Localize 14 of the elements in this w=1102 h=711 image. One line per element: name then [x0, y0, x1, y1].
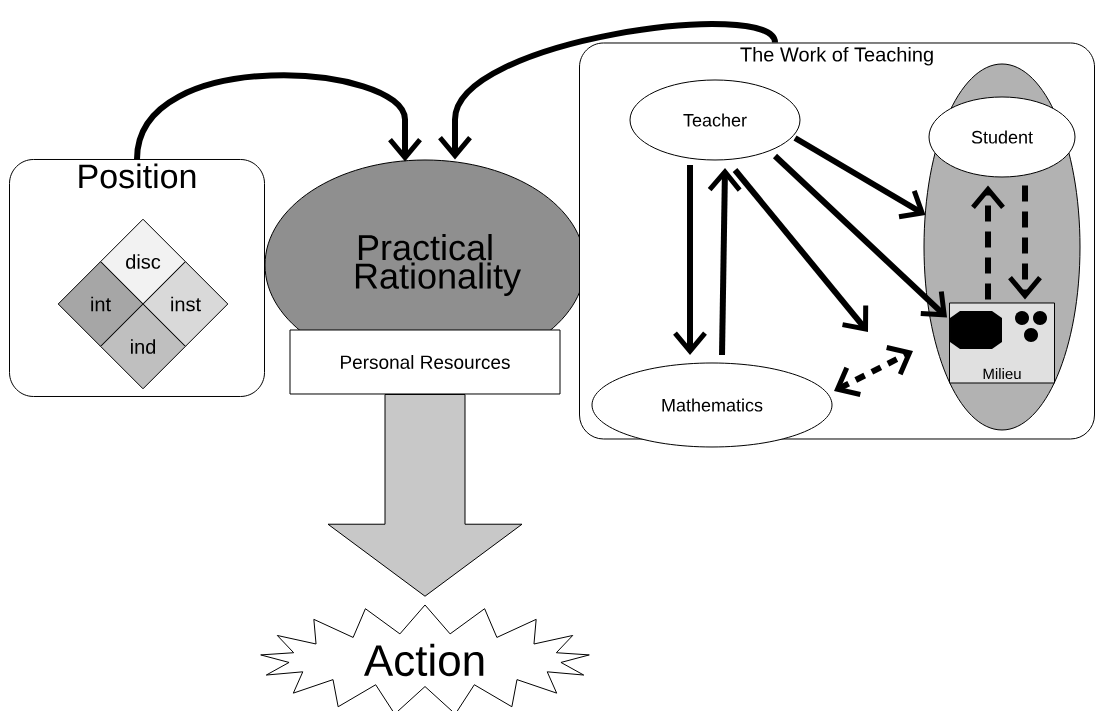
arrow [971, 185, 1005, 300]
arrow [1008, 185, 1042, 300]
block-arrow [327, 394, 523, 597]
arrow [793, 135, 926, 220]
arrow [834, 345, 913, 397]
resources-box: Personal Resources [289, 329, 561, 395]
action-starburst: Action [260, 604, 590, 711]
node-label: The Work of Teaching [740, 46, 933, 66]
arrow [438, 21, 778, 160]
arrow [134, 72, 422, 162]
arrow [772, 153, 947, 318]
arrow [707, 168, 742, 356]
arrow [673, 165, 707, 355]
arrow [732, 168, 869, 332]
